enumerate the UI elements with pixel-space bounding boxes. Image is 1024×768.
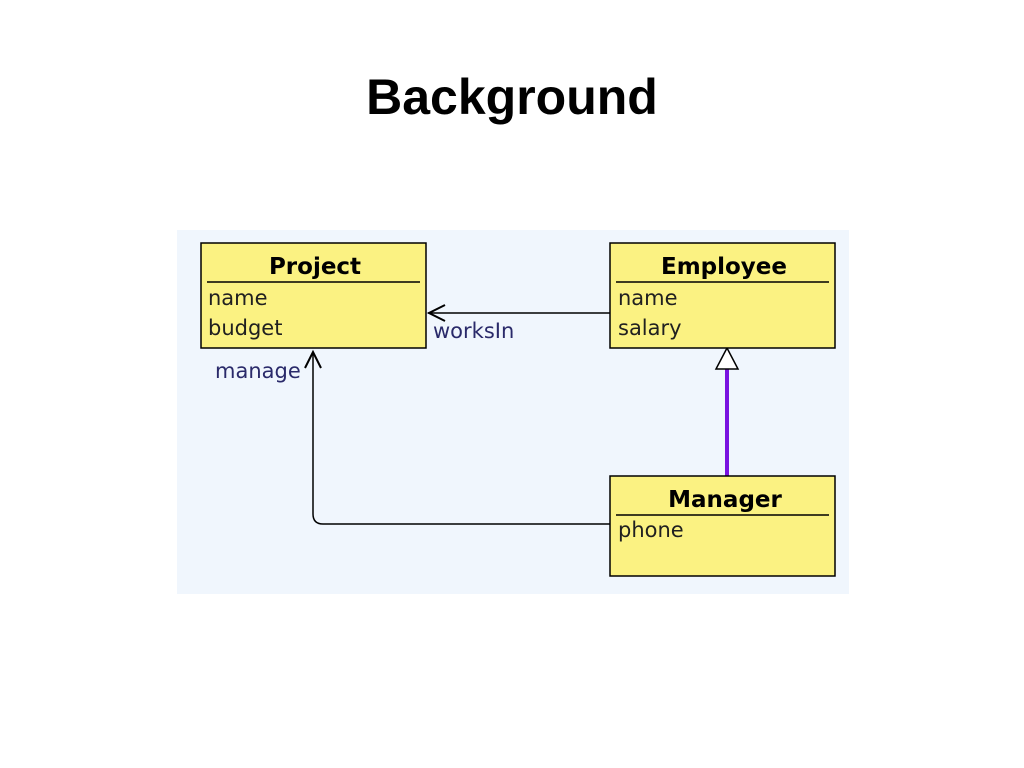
employee-attribute-name: name <box>618 286 678 310</box>
project-attribute-name: name <box>208 286 268 310</box>
uml-diagram: worksIn manage Project name budget Emplo… <box>177 230 849 594</box>
inheritance-triangle-icon <box>714 346 740 370</box>
class-box-employee-frame <box>609 242 836 349</box>
class-name-project: Project <box>269 254 361 280</box>
employee-attribute-salary: salary <box>618 316 682 340</box>
class-box-employee[interactable]: Employee name salary <box>609 242 836 349</box>
worksin-arrowhead-icon <box>426 304 446 322</box>
class-box-manager-frame <box>609 475 836 577</box>
class-name-employee: Employee <box>661 254 787 280</box>
manage-association-line <box>312 354 610 525</box>
manager-attribute-phone: phone <box>618 518 684 542</box>
uml-diagram-svg: worksIn manage Project name budget Emplo… <box>177 230 849 594</box>
worksin-label: worksIn <box>433 319 514 343</box>
class-name-manager: Manager <box>668 487 782 513</box>
class-box-project-frame <box>200 242 427 349</box>
class-box-manager[interactable]: Manager phone <box>609 475 836 577</box>
class-box-project[interactable]: Project name budget <box>200 242 427 349</box>
manage-label: manage <box>215 359 301 383</box>
project-attribute-budget: budget <box>208 316 282 340</box>
slide-title: Background <box>366 69 658 125</box>
manage-arrowhead-icon <box>304 349 322 369</box>
